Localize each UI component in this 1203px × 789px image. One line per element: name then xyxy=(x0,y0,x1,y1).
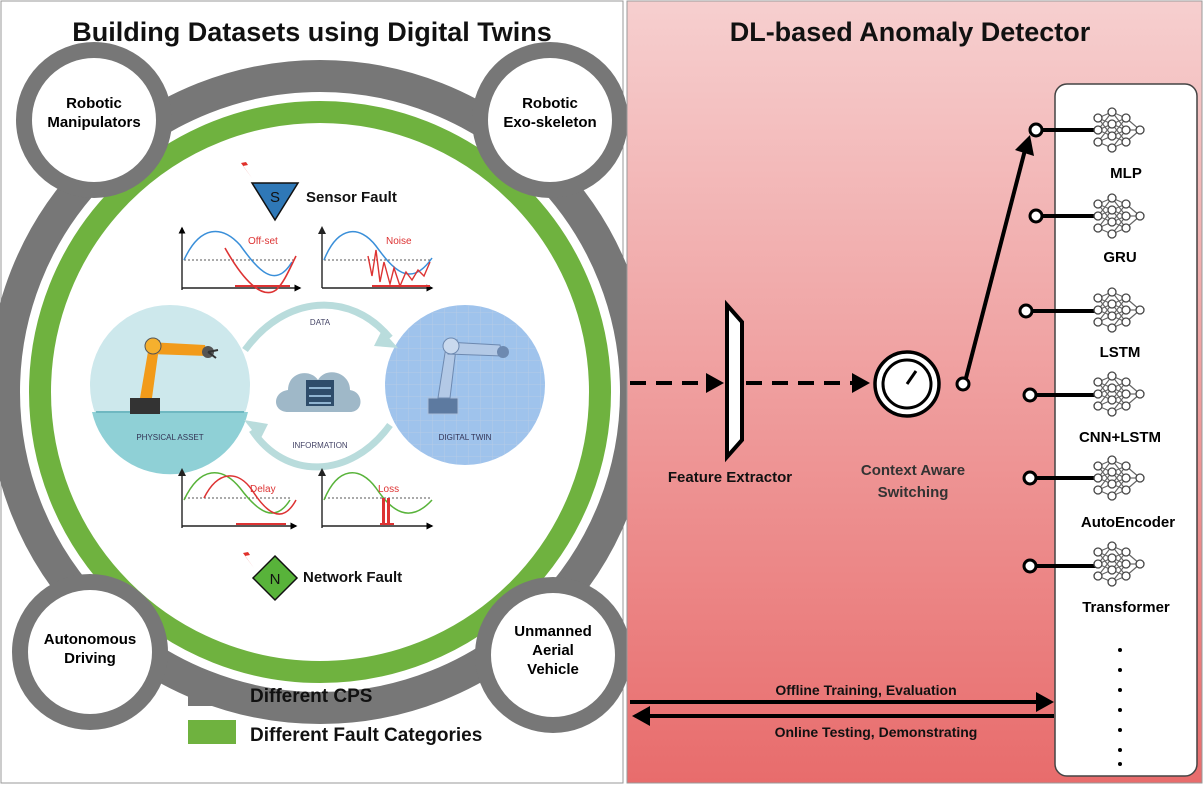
legend-swatch-fault xyxy=(188,720,236,744)
network-badge-icon xyxy=(251,554,299,602)
svg-text:Delay: Delay xyxy=(250,484,276,495)
cps-circle-bottom-left: Autonomous Driving xyxy=(12,574,168,730)
svg-text:Manipulators: Manipulators xyxy=(47,114,140,131)
network-fault-label: Network Fault xyxy=(303,569,402,586)
sensor-badge-icon xyxy=(250,182,300,222)
svg-text:MLP: MLP xyxy=(1110,165,1142,182)
svg-text:LSTM: LSTM xyxy=(1100,344,1141,361)
legend: Different CPS Different Fault Categories xyxy=(188,682,482,746)
svg-text:GRU: GRU xyxy=(1103,249,1136,266)
plot-noise: Noise xyxy=(318,226,434,292)
svg-text:Exo-skeleton: Exo-skeleton xyxy=(503,114,596,131)
svg-text:AutoEncoder: AutoEncoder xyxy=(1081,514,1175,531)
svg-text:Different Fault Categories: Different Fault Categories xyxy=(250,725,482,746)
svg-text:Autonomous: Autonomous xyxy=(44,631,136,648)
svg-text:Switching: Switching xyxy=(878,484,949,501)
more-models-dots xyxy=(1118,648,1122,766)
svg-text:DATA: DATA xyxy=(310,318,331,327)
svg-text:Offline Training, Evaluation: Offline Training, Evaluation xyxy=(775,682,956,698)
svg-text:Robotic: Robotic xyxy=(66,95,122,112)
offline-arrow: Offline Training, Evaluation xyxy=(630,682,1054,712)
svg-text:N: N xyxy=(270,571,281,588)
digital-twin: DIGITAL TWIN xyxy=(385,305,545,465)
svg-text:Driving: Driving xyxy=(64,650,116,667)
sensor-fault-label: Sensor Fault xyxy=(306,189,397,206)
online-arrow: Online Testing, Demonstrating xyxy=(632,706,1054,740)
svg-text:DIGITAL TWIN: DIGITAL TWIN xyxy=(439,433,492,442)
cloud-server-icon xyxy=(276,372,361,412)
context-switch-knob: Context Aware Switching xyxy=(861,350,971,501)
right-panel-title: DL-based Anomaly Detector xyxy=(730,17,1091,47)
switch-arrow xyxy=(964,149,1027,379)
svg-text:CNN+LSTM: CNN+LSTM xyxy=(1079,429,1161,446)
feature-extractor-label: Feature Extractor xyxy=(668,469,792,486)
cps-circle-bottom-right: Unmanned Aerial Vehicle xyxy=(475,577,631,733)
svg-text:Robotic: Robotic xyxy=(522,95,578,112)
svg-text:Noise: Noise xyxy=(386,236,412,247)
model-lstm: LSTM xyxy=(1018,287,1145,361)
svg-text:Transformer: Transformer xyxy=(1082,599,1170,616)
cps-circle-top-left: Robotic Manipulators xyxy=(16,42,172,198)
model-container xyxy=(1054,83,1198,777)
model-gru: GRU xyxy=(1028,193,1145,266)
model-transformer: Transformer xyxy=(1022,541,1170,616)
robot-base-icon xyxy=(130,398,160,414)
svg-text:Context Aware: Context Aware xyxy=(861,462,965,479)
plot-loss: Loss xyxy=(318,468,434,530)
svg-text:PHYSICAL ASSET: PHYSICAL ASSET xyxy=(136,433,203,442)
left-panel-title: Building Datasets using Digital Twins xyxy=(72,17,552,47)
svg-text:Online Testing, Demonstrating: Online Testing, Demonstrating xyxy=(775,724,978,740)
twin-robot-base-icon xyxy=(427,397,459,415)
data-cycle: DATA INFORMATION xyxy=(242,301,398,471)
svg-text:INFORMATION: INFORMATION xyxy=(292,441,348,450)
svg-text:S: S xyxy=(270,189,280,206)
model-mlp: MLP xyxy=(1028,107,1145,182)
plot-delay: Delay xyxy=(178,468,298,530)
network-fault: N Network Fault xyxy=(240,540,402,602)
lightning-icon xyxy=(238,150,252,178)
svg-text:Different CPS: Different CPS xyxy=(250,686,372,707)
svg-text:Loss: Loss xyxy=(378,484,399,495)
svg-text:Unmanned: Unmanned xyxy=(514,623,592,640)
lightning-icon xyxy=(240,540,254,568)
svg-text:Vehicle: Vehicle xyxy=(527,661,579,678)
legend-swatch-cps xyxy=(188,682,236,706)
cps-circle-top-right: Robotic Exo-skeleton xyxy=(472,42,628,198)
sensor-fault: S Sensor Fault xyxy=(238,150,397,222)
model-autoencoder: AutoEncoder xyxy=(1022,455,1175,531)
plot-offset: Off-set xyxy=(178,226,302,294)
svg-text:Aerial: Aerial xyxy=(532,642,574,659)
svg-text:Off-set: Off-set xyxy=(248,236,278,247)
physical-asset: PHYSICAL ASSET xyxy=(90,305,250,475)
feature-extractor: Feature Extractor xyxy=(668,299,792,486)
model-cnn-lstm: CNN+LSTM xyxy=(1022,371,1161,446)
